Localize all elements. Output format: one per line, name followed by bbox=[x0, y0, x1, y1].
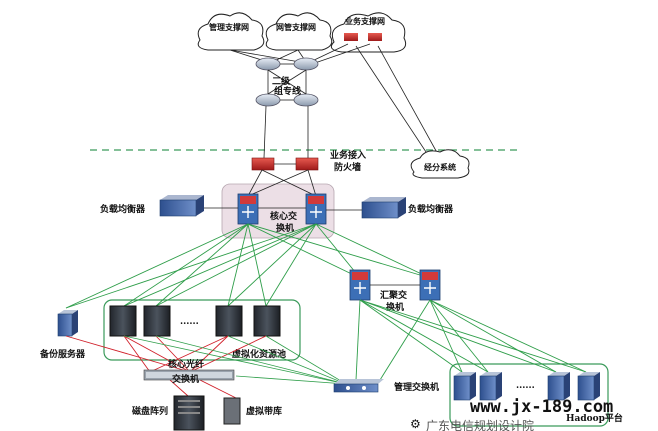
core-switch-label-2: 换机 bbox=[276, 222, 294, 234]
fc-switch-label: 核心光纤 bbox=[168, 358, 204, 370]
load-balancer-left-label: 负载均衡器 bbox=[100, 203, 146, 215]
links-firewall-to-core bbox=[247, 169, 317, 197]
firewall-icon bbox=[368, 33, 382, 41]
virtualization-pool-group bbox=[103, 299, 301, 361]
links-routers-to-firewalls bbox=[263, 105, 309, 159]
management-switch bbox=[333, 379, 384, 393]
router-icon bbox=[293, 57, 319, 71]
backbone-label: 二级 bbox=[272, 75, 291, 87]
backup-server bbox=[57, 310, 78, 337]
cloud-business-support: 业务支撑网 bbox=[330, 12, 407, 53]
cloud-netmgmt-support: 网管支撑网 bbox=[265, 12, 333, 51]
watermark-url: www.jx-189.com bbox=[470, 397, 613, 417]
server-icon bbox=[143, 305, 171, 337]
firewall-icon bbox=[295, 157, 319, 171]
hadoop-servers bbox=[453, 372, 600, 401]
tape-library-label: 虚拟带库 bbox=[246, 405, 282, 417]
disk-array bbox=[173, 395, 205, 431]
virtualization-pool-label: 虚拟化资源池 bbox=[232, 348, 286, 360]
cloud-mgmt-support: 管理支撑网 bbox=[197, 12, 265, 51]
aggregation-switch-label: 汇聚交 bbox=[380, 289, 407, 301]
svg-text:经分系统: 经分系统 bbox=[424, 162, 456, 172]
hadoop-label: Hadoop平台 bbox=[566, 412, 623, 424]
links-core-to-servers bbox=[65, 223, 431, 309]
core-switch-label: 核心交 bbox=[270, 210, 297, 222]
hadoop-ellipsis: ...... bbox=[516, 381, 535, 391]
firewall-icon bbox=[344, 33, 358, 41]
router-pair-mid bbox=[255, 69, 319, 107]
server-icon bbox=[215, 305, 243, 337]
router-icon bbox=[255, 57, 281, 71]
virtualization-servers bbox=[109, 305, 281, 337]
firewall-icon bbox=[251, 157, 275, 171]
links-management bbox=[123, 335, 347, 385]
watermark-org: 广东电信规划设计院 bbox=[426, 418, 534, 431]
server-icon bbox=[109, 305, 137, 337]
aggregation-switch-left bbox=[349, 269, 371, 301]
server-icon bbox=[479, 372, 502, 401]
load-balancer-right bbox=[326, 197, 406, 219]
fc-switch-label-2: 交换机 bbox=[172, 373, 199, 385]
server-icon bbox=[253, 305, 281, 337]
fc-core-switch bbox=[143, 369, 235, 381]
aggregation-switch-right bbox=[419, 269, 441, 301]
backbone-label-2: 组专线 bbox=[274, 85, 301, 97]
virtual-tape-library bbox=[223, 397, 241, 425]
server-icon bbox=[547, 372, 570, 401]
server-icon bbox=[577, 372, 600, 401]
disk-array-label: 磁盘阵列 bbox=[132, 405, 168, 417]
links-clouds-to-routers bbox=[229, 43, 441, 159]
hadoop-platform-group bbox=[449, 363, 609, 427]
server-icon bbox=[453, 372, 476, 401]
links-aggregation-to-hadoop bbox=[355, 299, 587, 381]
core-switch-left bbox=[237, 193, 259, 225]
load-balancer-left bbox=[159, 195, 238, 217]
firewall-pair bbox=[251, 157, 319, 171]
svg-text:业务支撑网: 业务支撑网 bbox=[345, 16, 385, 26]
servers-ellipsis: ...... bbox=[180, 317, 199, 327]
firewall-label-2: 防火墙 bbox=[334, 161, 361, 173]
svg-text:网管支撑网: 网管支撑网 bbox=[276, 22, 316, 32]
backup-server-label: 备份服务器 bbox=[39, 348, 86, 360]
watermark-logo-icon: ⚙ bbox=[410, 417, 421, 431]
cloud-billing-system: 经分系统 bbox=[410, 149, 470, 179]
firewall-label: 业务接入 bbox=[330, 149, 366, 161]
core-switch-right bbox=[305, 193, 327, 225]
load-balancer-right-label: 负载均衡器 bbox=[408, 203, 454, 215]
management-switch-label: 管理交换机 bbox=[394, 381, 439, 393]
svg-text:管理支撑网: 管理支撑网 bbox=[209, 22, 249, 32]
